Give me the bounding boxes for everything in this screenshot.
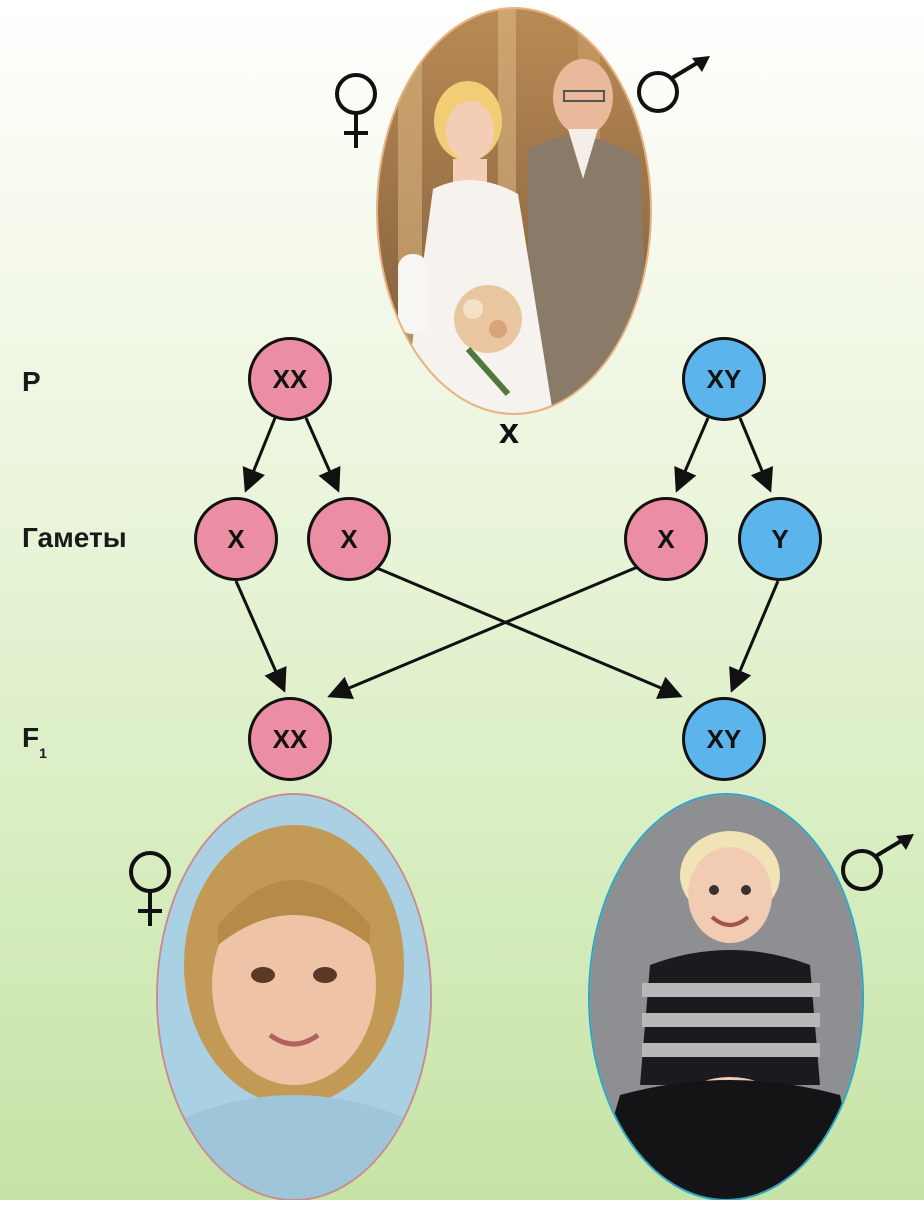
offspring-male-genotype: XY — [682, 697, 766, 781]
arrow-gamete-4-to-f1-male — [729, 580, 780, 693]
f1-row-label: F1 — [22, 722, 47, 761]
cross-sign: x — [499, 410, 520, 451]
f1-subscript: 1 — [39, 744, 47, 761]
boy-portrait-photo — [588, 793, 864, 1200]
gamete-node: Y — [738, 497, 822, 581]
arrow-gamete-2-to-f1-male — [371, 564, 683, 699]
arrow-p-female-to-gamete-2 — [304, 417, 341, 493]
parents-row-label: P — [22, 366, 41, 397]
arrow-gamete-3-to-f1-female — [327, 564, 641, 699]
parent-female-genotype: XX — [248, 337, 332, 421]
arrow-p-female-to-gamete-1 — [242, 417, 277, 493]
wedding-couple-photo — [376, 7, 652, 415]
girl-portrait-photo — [156, 793, 432, 1200]
arrow-p-male-to-gamete-3 — [674, 417, 710, 493]
f1-letter: F — [22, 722, 40, 753]
arrow-p-male-to-gamete-4 — [738, 417, 773, 493]
gamete-node: X — [307, 497, 391, 581]
gametes-row-label: Гаметы — [22, 522, 127, 553]
parent-male-genotype: XY — [682, 337, 766, 421]
arrow-gamete-1-to-f1-female — [234, 580, 287, 693]
female-symbol-icon — [129, 851, 171, 926]
offspring-female-genotype: XX — [248, 697, 332, 781]
gamete-node: X — [624, 497, 708, 581]
gamete-node: X — [194, 497, 278, 581]
male-symbol-icon — [841, 834, 914, 891]
male-symbol-icon — [637, 56, 710, 113]
female-symbol-icon — [335, 73, 377, 148]
